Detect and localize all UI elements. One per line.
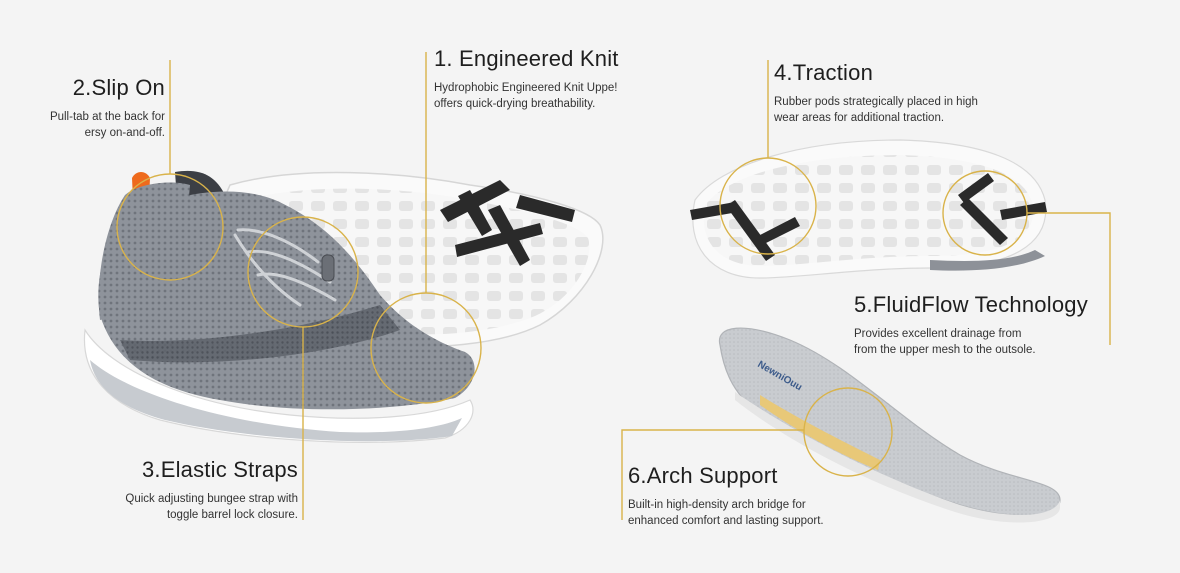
feature-slip-on: 2.Slip On Pull-tab at the back for ersy … xyxy=(20,75,165,141)
leader-line-fluidflow xyxy=(1027,212,1111,345)
feature-desc-arch-support: Built-in high-density arch bridge for en… xyxy=(628,499,824,527)
feature-title-engineered-knit: 1. Engineered Knit xyxy=(434,46,619,71)
feature-desc-elastic-straps: Quick adjusting bungee strap with toggle… xyxy=(125,493,298,521)
feature-desc-engineered-knit: Hydrophobic Engineered Knit Uppe! offers… xyxy=(434,82,618,110)
toggle-lock xyxy=(321,254,335,282)
callout-circle-arch xyxy=(803,387,893,477)
feature-arch-support: 6.Arch Support Built-in high-density arc… xyxy=(628,463,888,529)
bungee-laces xyxy=(233,228,337,307)
feature-desc-traction: Rubber pods strategically placed in high… xyxy=(774,96,978,124)
feature-fluidflow: 5.FluidFlow Technology Provides excellen… xyxy=(854,292,1114,358)
feature-engineered-knit: 1. Engineered Knit Hydrophobic Engineere… xyxy=(434,46,694,112)
feature-title-elastic-straps: 3.Elastic Straps xyxy=(141,457,298,482)
tread-pattern xyxy=(440,180,575,266)
callout-graphics xyxy=(116,52,1111,520)
leader-line-arch xyxy=(621,429,804,520)
feature-desc-fluidflow: Provides excellent drainage from from th… xyxy=(854,328,1036,356)
feature-elastic-straps: 3.Elastic Straps Quick adjusting bungee … xyxy=(60,457,298,523)
feature-title-fluidflow: 5.FluidFlow Technology xyxy=(854,292,1088,317)
feature-traction: 4.Traction Rubber pods strategically pla… xyxy=(774,60,1034,126)
shoe-side-view xyxy=(83,170,475,443)
feature-title-slip-on: 2.Slip On xyxy=(72,75,165,100)
insole: NewniOuu xyxy=(718,327,1061,523)
feature-title-arch-support: 6.Arch Support xyxy=(628,463,778,488)
feature-desc-slip-on: Pull-tab at the back for ersy on-and-off… xyxy=(49,111,165,139)
feature-title-traction: 4.Traction xyxy=(774,60,874,85)
sole-top-right xyxy=(690,139,1047,279)
